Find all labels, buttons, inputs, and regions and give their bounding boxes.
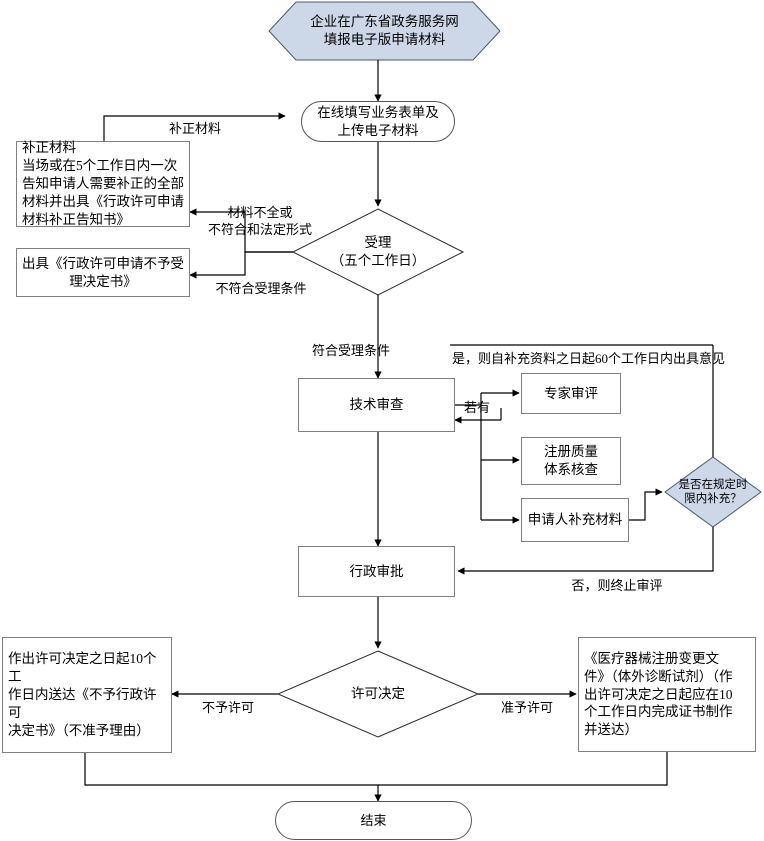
applicant-supplement-node[interactable]: 申请人补充材料 (521, 498, 629, 542)
expert-review-label: 专家审评 (544, 385, 598, 401)
not-permitted-box-node[interactable]: 作出许可决定之日起10个工 作日内送达《不予行政许可 决定书》（不准予理由） (2, 637, 172, 753)
end-node-label: 结束 (360, 812, 387, 828)
edge-label-not-permitted-text: 不予许可 (201, 699, 254, 715)
online-form-label: 在线填写业务表单及 上传电子材料 (317, 104, 439, 138)
permitted-box-label: 《医疗器械注册变更文 件》（体外诊断试剂）（作 出许可决定之日起应在10 个工作… (584, 650, 733, 738)
edge-label-correction-material-text: 补正材料 (168, 120, 221, 136)
administrative-approval-label: 行政审批 (349, 563, 404, 579)
edge-label-correction-material: 补正材料 (150, 104, 240, 138)
start-hexagon-shape (268, 1, 501, 61)
reject-acceptance-box-label: 出具《行政许可申请不予受 理决定书》 (22, 255, 184, 289)
expert-review-node[interactable]: 专家审评 (521, 373, 621, 414)
license-decision-diamond-shape (276, 650, 480, 738)
administrative-approval-node[interactable]: 行政审批 (298, 546, 455, 597)
edge-label-materials-incomplete-text: 材料不全或 不符合和法定形式 (207, 204, 312, 237)
edge-label-if-any: 若有 (457, 383, 497, 417)
not-permitted-box-label: 作出许可决定之日起10个工 作日内送达《不予行政许可 决定书》（不准予理由） (8, 651, 157, 738)
correction-box-label: 补正材料 当场或在5个工作日内一次 告知申请人需要补正的全部 材料并出具《行政许… (22, 140, 184, 227)
edge-label-meet-acceptance: 符合受理条件 (296, 326, 406, 360)
edge-label-meet-acceptance-text: 符合受理条件 (311, 342, 390, 358)
technical-review-node[interactable]: 技术审查 (298, 378, 455, 432)
quality-system-check-label: 注册质量 体系核查 (544, 444, 598, 477)
edge-label-yes-60-days-text: 是，则自补充资料之日起60个工作日内出具意见 (452, 350, 726, 366)
edge-label-permitted: 准予许可 (492, 683, 562, 717)
permitted-box-node[interactable]: 《医疗器械注册变更文 件》（体外诊断试剂）（作 出许可决定之日起应在10 个工作… (578, 637, 756, 752)
edge-label-no-terminate: 否，则终止审评 (561, 561, 673, 595)
end-node[interactable]: 结束 (275, 801, 472, 840)
edge-label-not-meet-acceptance: 不符合受理条件 (200, 264, 322, 298)
online-form-node[interactable]: 在线填写业务表单及 上传电子材料 (301, 101, 455, 142)
edge-label-permitted-text: 准予许可 (500, 699, 553, 715)
correction-box-node[interactable]: 补正材料 当场或在5个工作日内一次 告知申请人需要补正的全部 材料并出具《行政许… (16, 140, 190, 227)
edge-label-not-meet-acceptance-text: 不符合受理条件 (215, 280, 307, 296)
edge-label-yes-60-days: 是，则自补充资料之日起60个工作日内出具意见 (452, 334, 752, 368)
supplement-deadline-diamond-shape (664, 456, 762, 528)
reject-acceptance-box-node[interactable]: 出具《行政许可申请不予受 理决定书》 (16, 248, 190, 297)
technical-review-label: 技术审查 (349, 397, 404, 413)
edge-label-if-any-text: 若有 (463, 399, 490, 415)
edge-label-no-terminate-text: 否，则终止审评 (571, 577, 663, 593)
quality-system-check-node[interactable]: 注册质量 体系核查 (521, 437, 621, 485)
edge-label-materials-incomplete: 材料不全或 不符合和法定形式 (198, 188, 322, 239)
edge-label-not-permitted: 不予许可 (193, 683, 263, 717)
applicant-supplement-label: 申请人补充材料 (527, 512, 623, 528)
